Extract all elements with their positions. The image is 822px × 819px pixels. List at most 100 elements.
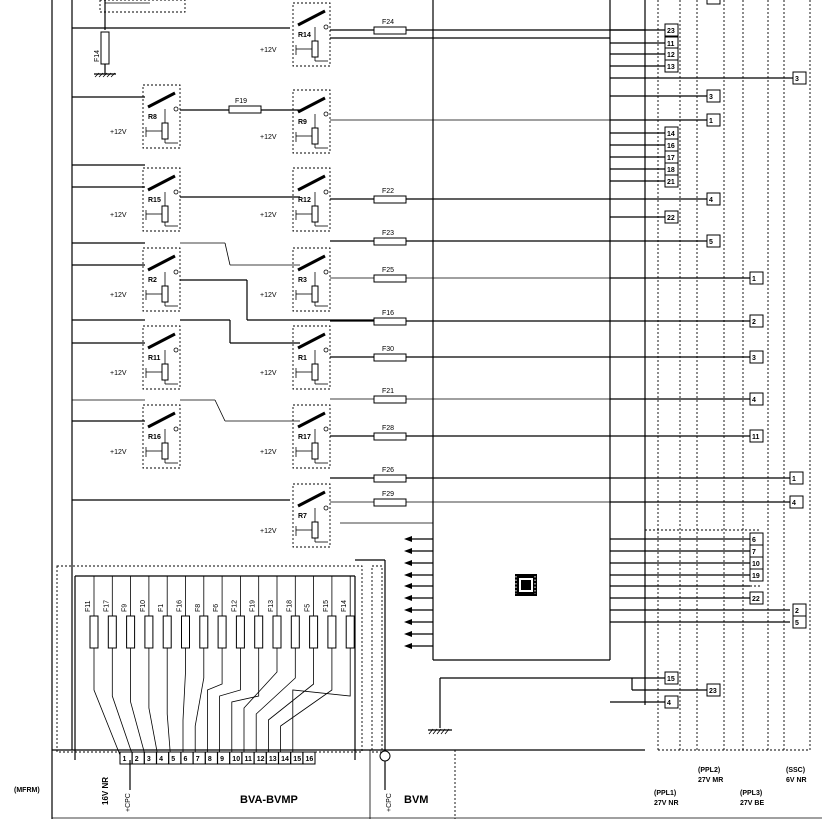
fuse-f14-vertical: F14 (94, 31, 116, 78)
connector-pin: 14 (278, 751, 292, 765)
relay-supply-r9: +12V (260, 134, 277, 141)
relay-r8: R8+12V (110, 84, 181, 149)
relay-label-r7: R7 (298, 513, 307, 520)
connector-pin: 7 (192, 751, 206, 765)
relay-label-r14: R14 (298, 32, 311, 39)
svg-text:23: 23 (667, 28, 675, 35)
svg-text:F17: F17 (103, 600, 110, 612)
bottom-fuse-f16: F16 (177, 576, 190, 760)
svg-text:F6: F6 (213, 604, 220, 612)
svg-text:F1: F1 (158, 604, 165, 612)
relay-supply-r1: +12V (260, 370, 277, 377)
svg-text:21: 21 (667, 179, 675, 186)
terminal-col1-16: 16 (664, 138, 679, 152)
svg-text:10: 10 (232, 756, 240, 763)
terminal-top-partial (706, 0, 721, 5)
svg-text:1: 1 (709, 118, 713, 125)
svg-text:15: 15 (667, 676, 675, 683)
svg-text:3: 3 (709, 94, 713, 101)
label-ppl2-code: (PPL2) (698, 767, 720, 774)
svg-text:17: 17 (667, 155, 675, 162)
terminal-col3-3: 3 (749, 350, 764, 364)
connector-pin: 16 (302, 751, 316, 765)
input-arrow (404, 631, 433, 637)
relay-r15: R15+12V (110, 167, 181, 232)
svg-text:3: 3 (795, 76, 799, 83)
terminal-col2-1: 1 (706, 113, 721, 127)
input-arrow (404, 619, 433, 625)
frame (51, 0, 822, 819)
input-arrows (404, 536, 433, 649)
terminal-col3-1: 1 (749, 271, 764, 285)
connector-pin: 4 (156, 751, 170, 765)
terminal-col1-7: 7 (749, 544, 764, 558)
svg-text:19: 19 (752, 573, 760, 580)
connector-pin: 9 (217, 751, 231, 765)
fuse-f25: F25 (373, 267, 407, 283)
input-arrow (404, 583, 433, 589)
relay-supply-r11: +12V (110, 370, 127, 377)
terminal-boxes: 2311121314161718212267101922154314523123… (664, 0, 807, 709)
svg-text:1: 1 (123, 756, 127, 763)
svg-text:F19: F19 (235, 98, 247, 105)
fuse-f30: F30 (373, 346, 407, 362)
bottom-fuse-f9: F9 (122, 576, 147, 761)
svg-text:11: 11 (752, 434, 760, 441)
relay-r9: R9 +12V (260, 89, 331, 154)
svg-text:15: 15 (293, 756, 301, 763)
svg-text:23: 23 (709, 688, 717, 695)
input-arrow (404, 536, 433, 542)
terminal-col1-17: 17 (664, 150, 679, 164)
svg-text:18: 18 (667, 167, 675, 174)
bottom-fuse-f6: F6 (206, 576, 227, 760)
svg-text:4: 4 (709, 197, 713, 204)
svg-text:F13: F13 (268, 600, 275, 612)
connector-pin: 10 (229, 751, 243, 765)
module-ground (428, 677, 707, 735)
cpc-plug (129, 750, 391, 790)
svg-text:12: 12 (257, 756, 265, 763)
relay-r17: R17+12V (260, 404, 331, 469)
bottom-fuse-f15: F15 (280, 576, 337, 760)
bottom-fuse-f13: F13 (243, 576, 282, 760)
label-ppl1-volt: 27V NR (654, 800, 679, 807)
bottom-fuse-f10: F10 (140, 576, 159, 761)
svg-text:2: 2 (135, 756, 139, 763)
svg-text:5: 5 (795, 620, 799, 627)
svg-text:F11: F11 (85, 600, 92, 612)
svg-text:4: 4 (792, 500, 796, 507)
svg-text:4: 4 (159, 756, 163, 763)
svg-text:4: 4 (752, 397, 756, 404)
svg-text:13: 13 (667, 64, 675, 71)
svg-text:F16: F16 (382, 310, 394, 317)
relay-label-r16: R16 (148, 434, 161, 441)
fuse-f23: F23 (373, 230, 407, 246)
terminal-col1-19: 19 (749, 568, 764, 582)
svg-text:6: 6 (184, 756, 188, 763)
label-cpc-2: +CPC (386, 793, 393, 812)
label-cpc-1: +CPC (125, 793, 132, 812)
line-fuses: F19 F24 F22 F23 F25 F16 F30 F21 F28 F26 … (228, 19, 407, 507)
relay-label-r9: R9 (298, 119, 307, 126)
label-mfrm: (MFRM) (14, 787, 40, 794)
relay-r1: R1+12V (260, 325, 331, 390)
relay-label-r15: R15 (148, 197, 161, 204)
label-ppl3-code: (PPL3) (740, 790, 762, 797)
connector-pin: 5 (168, 751, 182, 765)
svg-text:2: 2 (752, 319, 756, 326)
bottom-fuse-f8: F8 (194, 576, 209, 760)
relay-supply-r7: +12V (260, 528, 277, 535)
svg-text:2: 2 (795, 608, 799, 615)
svg-text:11: 11 (245, 756, 253, 763)
input-arrow (404, 643, 433, 649)
svg-text:14: 14 (281, 756, 289, 763)
relay-label-r3: R3 (298, 277, 307, 284)
relay-supply-r17: +12V (260, 449, 277, 456)
bus-wires (72, 27, 380, 501)
fuse-f26: F26 (373, 467, 407, 483)
svg-text:F25: F25 (382, 267, 394, 274)
svg-text:F9: F9 (122, 604, 129, 612)
svg-text:F22: F22 (382, 188, 394, 195)
ground-icon (428, 728, 452, 735)
